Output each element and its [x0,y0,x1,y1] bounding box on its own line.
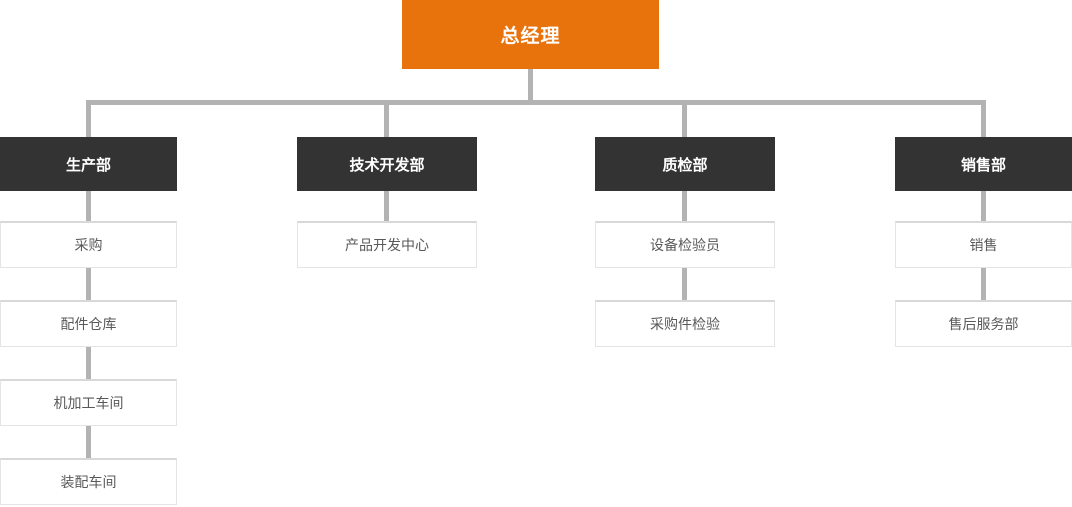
org-node-sales-dept: 销售部 [895,137,1072,191]
connector-line [981,100,986,165]
org-node-general-manager: 总经理 [402,0,659,69]
org-node-purchasing: 采购 [0,221,177,268]
connector-line [384,160,389,245]
connector-line [86,100,91,165]
org-node-quality-inspection-dept: 质检部 [595,137,775,191]
connector-line [682,100,687,165]
org-node-parts-warehouse: 配件仓库 [0,300,177,347]
org-node-machining-workshop: 机加工车间 [0,379,177,426]
org-node-sales: 销售 [895,221,1072,268]
org-node-after-sales-service: 售后服务部 [895,300,1072,347]
connector-line [384,100,389,165]
connector-line [528,35,533,105]
org-node-production-dept: 生产部 [0,137,177,191]
org-node-tech-development-dept: 技术开发部 [297,137,477,191]
org-node-assembly-workshop: 装配车间 [0,458,177,505]
connector-line [86,100,986,105]
org-node-equipment-inspector: 设备检验员 [595,221,775,268]
org-node-purchased-parts-inspection: 采购件检验 [595,300,775,347]
org-node-product-dev-center: 产品开发中心 [297,221,477,268]
